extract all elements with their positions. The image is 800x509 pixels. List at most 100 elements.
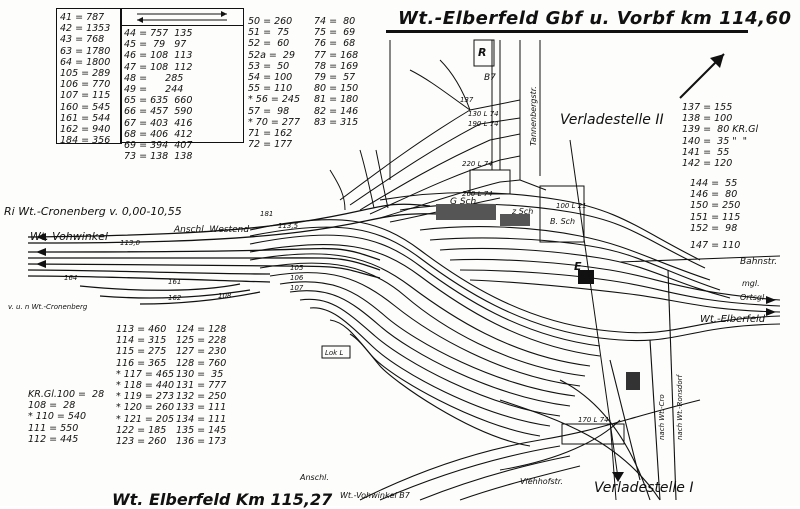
label-lokl: Lok L xyxy=(325,349,343,357)
track-label-164: 164 xyxy=(64,274,77,282)
label-km-1135: 113,5 xyxy=(278,222,299,230)
length-entry: * 56 = 245 xyxy=(248,94,300,106)
length-entry: 124 = 128 xyxy=(176,324,227,335)
label-r: R xyxy=(478,46,486,59)
length-entry: 45 = 79 97 xyxy=(124,39,187,51)
length-entry: * 118 = 440 xyxy=(116,380,175,392)
length-entry: KR.Gl.100 = 28 xyxy=(28,389,105,400)
length-entry: * 120 = 260 xyxy=(116,402,175,414)
length-entry: 54 = 100 xyxy=(248,72,293,84)
length-entry: 105 = 289 xyxy=(60,68,111,80)
length-table-box-2 xyxy=(120,24,244,143)
length-entry: 146 = 80 xyxy=(690,189,738,201)
length-table-header xyxy=(120,8,244,26)
label-from-cronenberg: v. u. n Wt.-Cronenberg xyxy=(8,303,88,311)
lower-branches xyxy=(359,269,701,501)
length-entry: 116 = 365 xyxy=(116,357,167,369)
length-entry: 69 = 394 407 xyxy=(124,140,193,152)
pointer-line xyxy=(569,139,619,479)
upper-spurs xyxy=(329,40,521,223)
label-km-113: 113,0 xyxy=(120,239,141,247)
length-entry: 137 = 155 xyxy=(682,102,733,113)
length-entry: 46 = 108 113 xyxy=(124,50,193,62)
length-entry: 47 = 108 112 xyxy=(124,61,193,73)
length-entry: 122 = 185 xyxy=(116,424,167,436)
track-label-190l74: 190 L 74 xyxy=(468,120,499,128)
arrows-icon xyxy=(137,11,227,23)
length-entry: 52 = 60 xyxy=(248,38,290,50)
length-entry: 76 = 68 xyxy=(314,38,356,50)
length-entry: 140 = 35 " " xyxy=(682,135,748,147)
length-entry: 66 = 457 590 xyxy=(124,106,193,118)
track-label-100l21: 100 L 21 xyxy=(556,202,587,210)
station-verlade-2: Verladestelle II xyxy=(560,112,664,128)
length-entry: * 110 = 540 xyxy=(28,411,87,423)
length-entry: 52a = 29 xyxy=(248,49,296,61)
length-entry: 63 = 1780 xyxy=(60,45,111,57)
label-mgl: mgl. xyxy=(742,279,760,288)
length-list-9: 147 = 110 xyxy=(690,240,740,251)
length-entry: 127 = 230 xyxy=(176,346,227,358)
length-entry: 152 = 98 xyxy=(690,222,738,234)
length-entry: 79 = 57 xyxy=(314,72,356,84)
page-title: Wt.-Elberfeld Gbf u. Vorbf km 114,60 xyxy=(398,8,792,29)
label-g-sch: G Sch xyxy=(450,197,476,207)
length-entry: 112 = 445 xyxy=(28,433,79,445)
length-entry: 151 = 115 xyxy=(690,211,741,223)
bottom-title: Wt. Elberfeld Km 115,27 xyxy=(112,490,333,509)
track-label-220l74: 220 L 74 xyxy=(462,160,493,168)
label-e: E xyxy=(574,260,582,273)
length-entry: 147 = 110 xyxy=(690,240,741,251)
length-entry: 74 = 80 xyxy=(314,16,356,27)
length-entry: 114 = 315 xyxy=(116,335,167,347)
label-cro: nach Wt.-Cro xyxy=(658,394,666,440)
length-table-box-1 xyxy=(56,8,122,144)
length-entry: 184 = 356 xyxy=(60,135,111,147)
length-entry: 130 = 35 xyxy=(176,368,224,380)
length-entry: 78 = 169 xyxy=(314,60,359,72)
length-entry: 136 = 173 xyxy=(176,436,227,448)
track-label-106: 106 xyxy=(290,274,304,282)
label-z-sch: z Sch xyxy=(511,207,533,216)
length-entry: 73 = 138 138 xyxy=(124,151,193,163)
length-entry: 42 = 1353 xyxy=(60,23,111,35)
main-lines xyxy=(27,203,441,305)
length-entry: 51 = 75 xyxy=(248,27,290,39)
title-underline xyxy=(386,30,748,33)
label-b-sch: B. Sch xyxy=(550,217,575,226)
label-viehhofstr: Viehhofstr. xyxy=(520,477,563,486)
length-entry: 161 = 544 xyxy=(60,112,111,124)
track-label-130l74: 130 L 74 xyxy=(468,110,499,118)
length-entry: 141 = 55 xyxy=(682,146,730,158)
length-entry: 67 = 403 416 xyxy=(124,117,193,129)
length-entry: 41 = 787 xyxy=(60,12,105,23)
label-ortsgl: Ortsgl xyxy=(740,293,765,302)
streets xyxy=(389,40,781,501)
track-label-162: 162 xyxy=(168,294,182,302)
label-vohwinkel: Wt. Vohwinkel xyxy=(30,230,108,243)
length-entry: 132 = 250 xyxy=(176,391,227,403)
station-verlade-1: Verladestelle I xyxy=(594,480,694,496)
direction-arrows xyxy=(36,233,776,482)
length-entry: 72 = 177 xyxy=(248,139,293,151)
length-entry: 111 = 550 xyxy=(28,422,79,434)
length-entry: 53 = 50 xyxy=(248,60,290,72)
length-entry: 82 = 146 xyxy=(314,105,359,117)
length-entry: 57 = 98 xyxy=(248,105,290,117)
length-entry: 144 = 55 xyxy=(690,178,738,189)
label-anschl: Anschl. xyxy=(299,473,329,482)
track-label-260l74: 260 L 74 xyxy=(462,190,493,198)
track-label-108: 108 xyxy=(218,292,232,300)
track-label-107: 107 xyxy=(290,284,304,292)
track-label-105: 105 xyxy=(290,264,304,272)
length-entry: 55 = 110 xyxy=(248,83,293,95)
length-entry: 65 = 635 660 xyxy=(124,95,193,107)
length-entry: 134 = 111 xyxy=(176,413,227,425)
